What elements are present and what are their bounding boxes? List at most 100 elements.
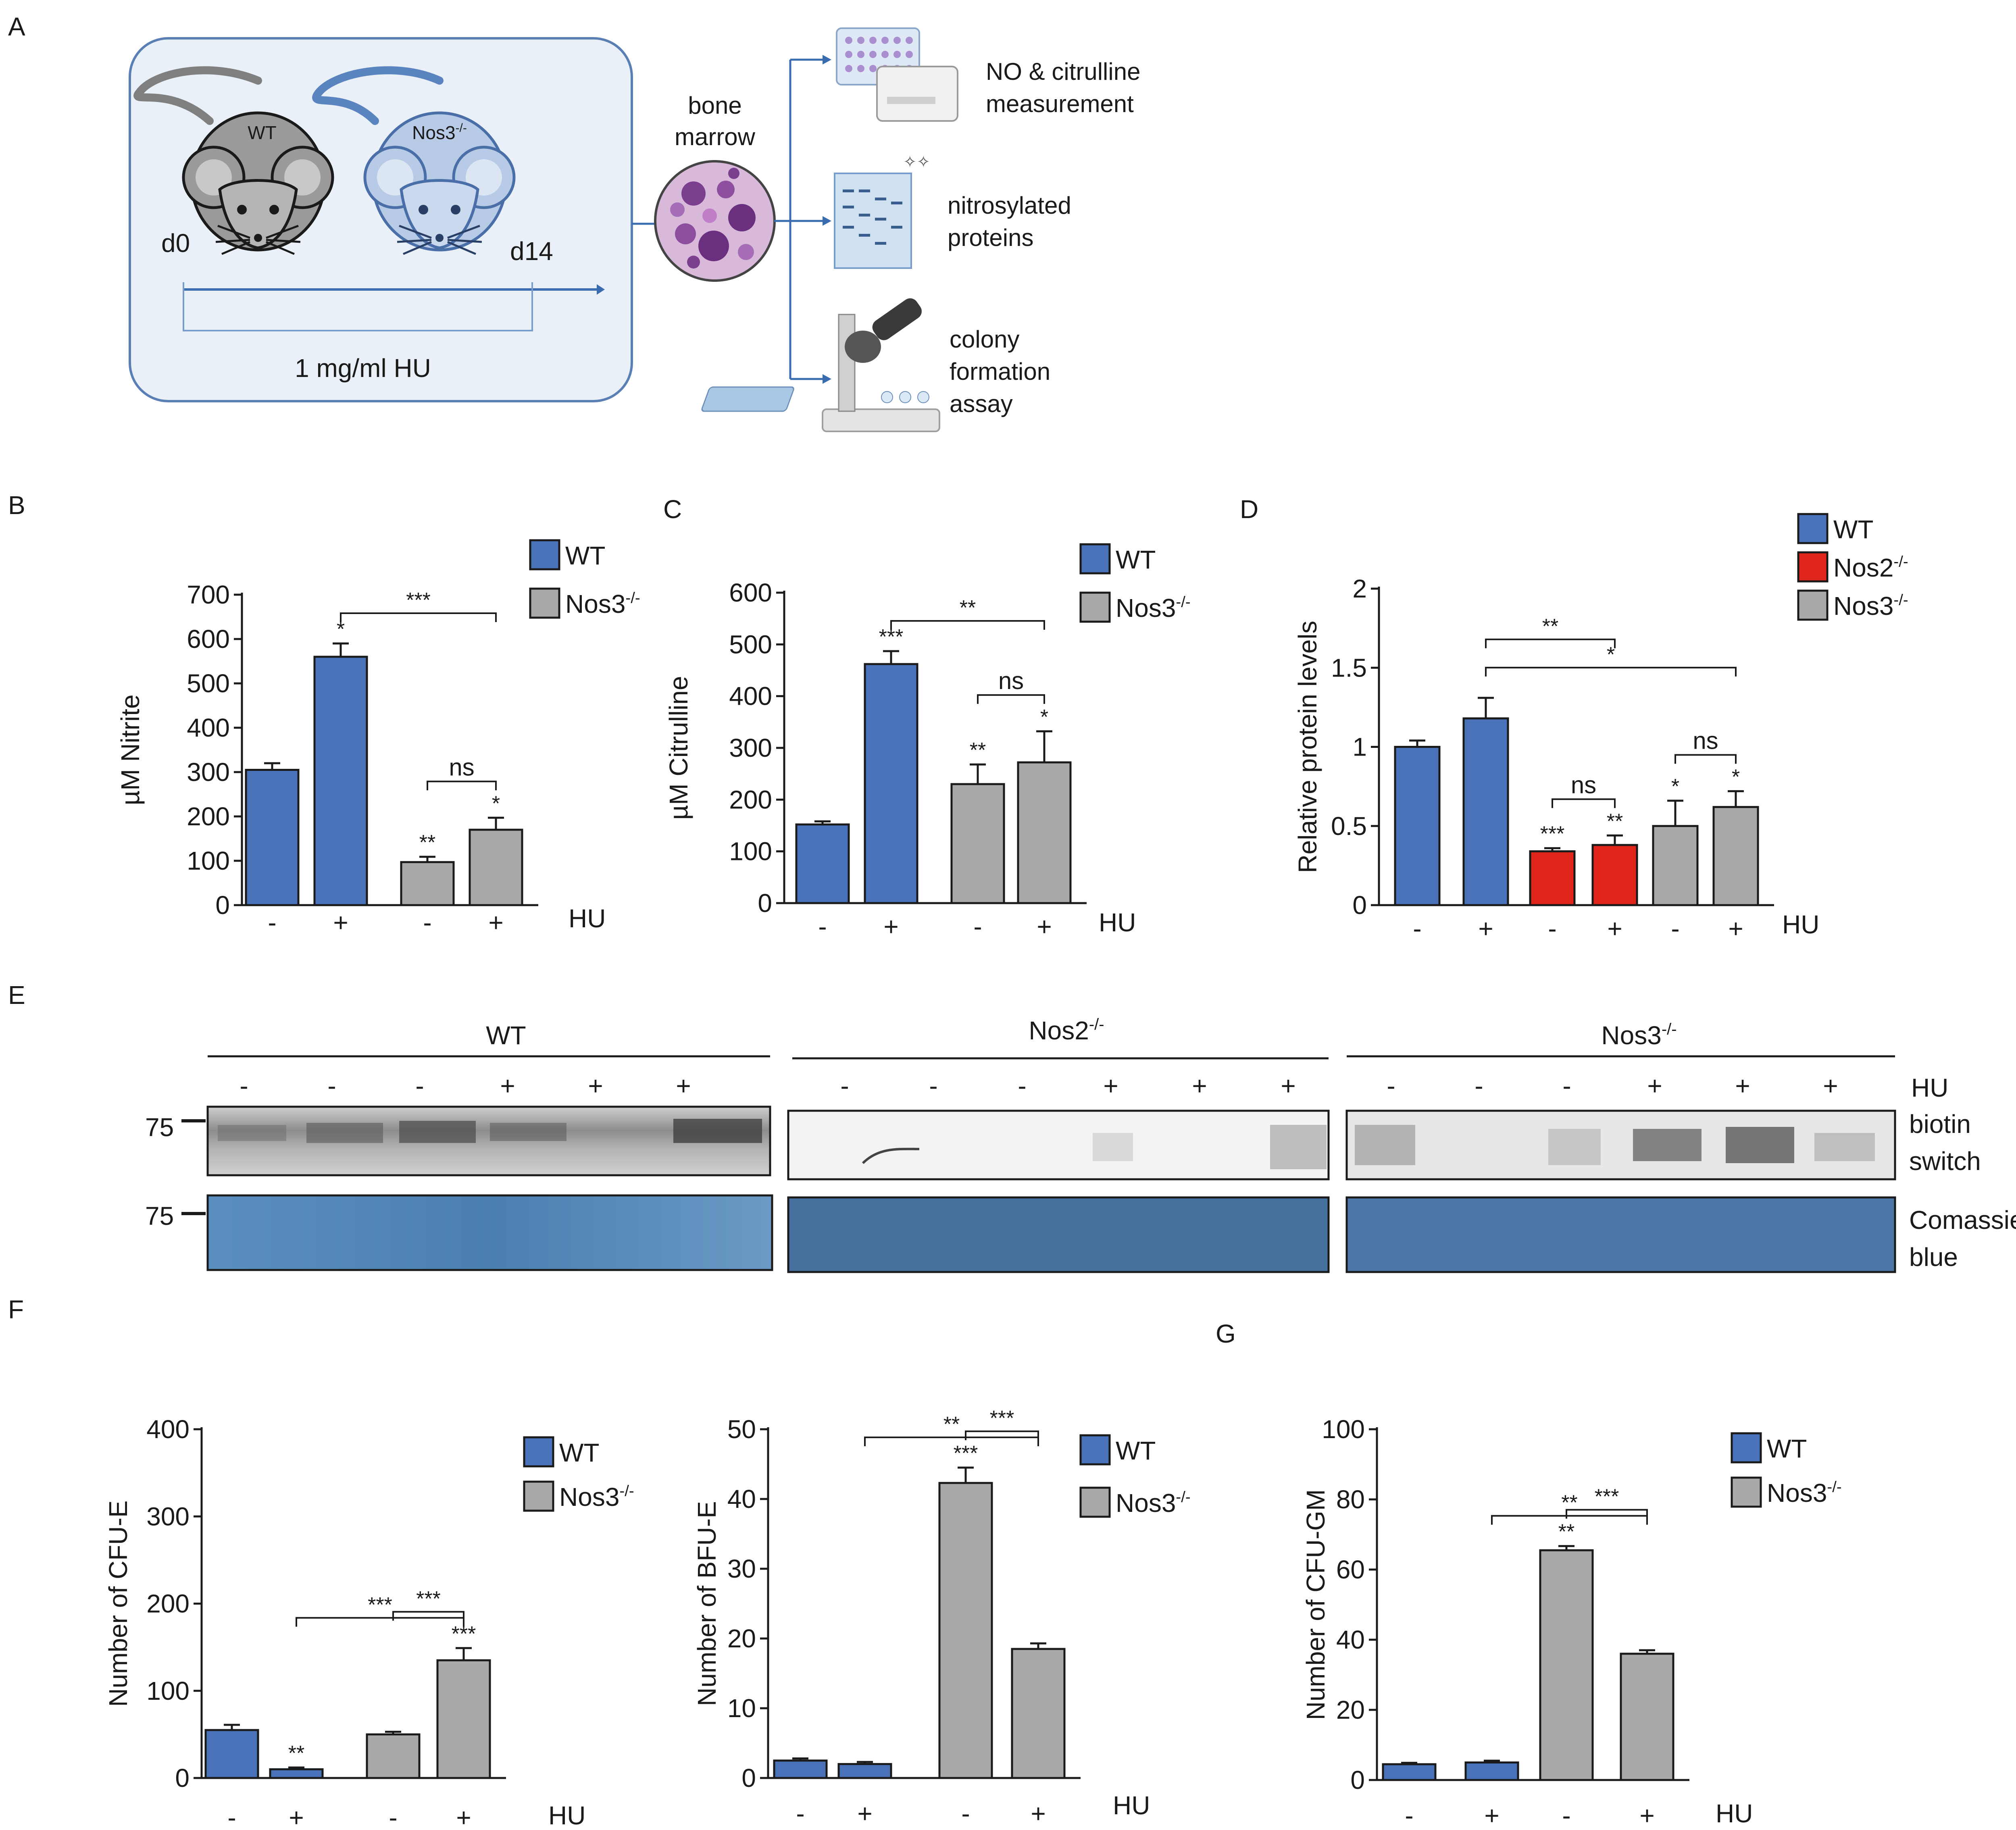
bar	[1011, 1648, 1066, 1779]
hu-axis-label: HU	[1716, 1799, 1753, 1828]
y-tick-label: 0	[215, 891, 230, 920]
y-tick-label: 0	[741, 1763, 756, 1793]
panel-label-a: A	[8, 12, 25, 41]
blot-marker-75-top: 75	[145, 1113, 174, 1142]
legend-label: WT	[1116, 1436, 1156, 1465]
hu-sign-label: -	[973, 912, 982, 941]
blot-lane-sign: -	[1475, 1071, 1483, 1100]
significance-bracket	[340, 612, 497, 622]
bar	[245, 769, 300, 906]
blot-lane-sign: -	[240, 1071, 248, 1100]
blot-group-nos3: Nos3-/-	[1601, 1020, 1677, 1050]
y-axis-title: Number of CFU-E	[104, 1500, 133, 1707]
bar	[436, 1659, 491, 1779]
y-tick-label: 200	[187, 802, 230, 831]
y-tick-label: 200	[146, 1589, 190, 1618]
y-tick-label: 100	[1322, 1415, 1365, 1444]
y-tick-label: 10	[727, 1694, 756, 1723]
significance-label: *	[337, 618, 345, 641]
hu-sign-label: +	[1478, 914, 1493, 943]
blot-lane-sign: -	[1387, 1071, 1395, 1100]
bar	[1539, 1549, 1594, 1781]
hu-sign-label: +	[456, 1803, 471, 1830]
legend-label: Nos2-/-	[1833, 553, 1908, 582]
svg-text:✧✧: ✧✧	[903, 153, 930, 171]
significance-label: *	[1040, 706, 1048, 729]
hu-sign-label: +	[1728, 914, 1743, 943]
legend-swatch	[1797, 513, 1829, 544]
bracket-label: ***	[368, 1593, 392, 1617]
significance-label: *	[1671, 775, 1679, 798]
y-tick-label: 0.5	[1331, 812, 1367, 841]
y-tick-label: 400	[146, 1415, 190, 1444]
hu-axis-label: HU	[1782, 910, 1819, 939]
blot-wt-coomassie	[206, 1194, 773, 1271]
y-axis-title: Number of BFU-E	[692, 1501, 721, 1706]
hu-sign-label: -	[961, 1799, 970, 1828]
significance-bracket	[864, 1437, 1039, 1447]
hu-axis-label: HU	[1099, 908, 1136, 937]
panel-label-g: G	[1216, 1319, 1236, 1348]
bracket-label: ns	[1571, 771, 1596, 798]
hu-sign-label: +	[289, 1803, 304, 1830]
y-axis-title: µM Citrulline	[664, 676, 693, 820]
y-tick-label: 100	[729, 837, 772, 866]
coomassie-label-line2: blue	[1909, 1243, 1958, 1272]
legend-swatch	[1079, 591, 1111, 623]
legend-swatch	[1797, 551, 1829, 583]
y-tick-label: 0	[175, 1763, 190, 1793]
significance-label: *	[1732, 765, 1740, 789]
significance-bracket	[427, 781, 497, 791]
legend-label: WT	[559, 1438, 600, 1467]
hu-sign-label: -	[389, 1803, 397, 1830]
bar	[469, 829, 523, 906]
assay2-label-line2: proteins	[948, 224, 1033, 251]
bar	[1529, 850, 1576, 906]
bar	[1591, 844, 1638, 906]
blot-lane-sign: -	[929, 1071, 937, 1100]
significance-bracket	[965, 1430, 1039, 1441]
legend-swatch	[523, 1480, 554, 1512]
branch-arrows	[774, 55, 831, 384]
blot-lane-sign: +	[1103, 1071, 1118, 1100]
y-tick-label: 300	[729, 733, 772, 762]
blot-lane-sign: -	[415, 1071, 424, 1100]
legend-label: Nos3-/-	[1833, 591, 1908, 620]
hu-sign-label: -	[1405, 1801, 1413, 1830]
y-tick-label: 600	[729, 578, 772, 607]
treatment-bracket	[183, 282, 533, 331]
bracket-label: *	[1607, 643, 1615, 666]
significance-label: **	[288, 1742, 304, 1765]
hu-sign-label: +	[488, 908, 503, 937]
bar	[313, 656, 368, 906]
assay3-label-line3: assay	[950, 390, 1013, 417]
y-tick-label: 40	[727, 1484, 756, 1514]
wt-mouse-label: WT	[248, 122, 277, 143]
y-tick-label: 80	[1336, 1485, 1365, 1514]
treatment-label: 1 mg/ml HU	[295, 354, 431, 383]
y-axis-title: Number of CFU-GM	[1301, 1489, 1330, 1720]
hu-sign-label: -	[796, 1799, 804, 1828]
y-tick-label: 0	[758, 889, 772, 918]
y-tick-label: 50	[727, 1415, 756, 1444]
assay3-label-line1: colony	[950, 326, 1019, 353]
coomassie-label-line1: Comassie	[1909, 1205, 2016, 1235]
significance-bracket	[296, 1617, 464, 1627]
biotin-switch-label-line2: switch	[1909, 1147, 1981, 1176]
y-tick-label: 500	[187, 669, 230, 698]
gel-icon: ✧✧	[834, 153, 930, 269]
hu-sign-label: +	[1037, 912, 1052, 941]
bar	[1382, 1763, 1437, 1781]
bone-marrow-label-line1: bone	[688, 92, 741, 119]
legend-swatch	[1079, 1486, 1111, 1518]
hu-sign-label: -	[818, 912, 827, 941]
nos3-mouse-icon: Nos3-/-	[312, 66, 516, 255]
hu-sign-label: -	[1548, 914, 1556, 943]
bar	[864, 663, 918, 904]
hu-sign-label: -	[1562, 1801, 1570, 1830]
bar	[938, 1482, 993, 1779]
